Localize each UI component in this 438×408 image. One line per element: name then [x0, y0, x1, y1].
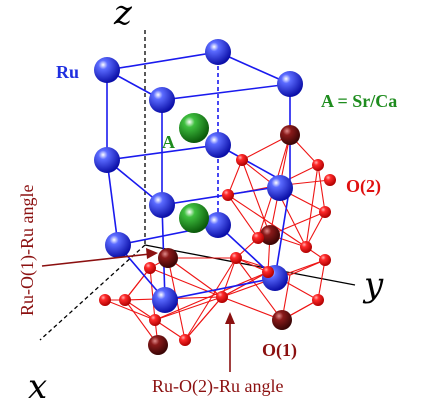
y-axis-label: y	[362, 265, 384, 305]
ru-atom	[105, 232, 131, 258]
ru-label: Ru	[56, 62, 79, 82]
oxygen-atom	[216, 291, 228, 303]
oxygen-atom	[222, 189, 234, 201]
axes	[39, 30, 356, 341]
angle-arrows	[41, 248, 235, 372]
o1-label: O(1)	[262, 340, 297, 361]
oxygen-atom	[319, 206, 331, 218]
oxygen-atom	[260, 225, 280, 245]
oxygen-atom	[148, 335, 168, 355]
oxygen-atom	[300, 241, 312, 253]
ru-atoms	[94, 39, 303, 313]
oxygen-atom	[312, 294, 324, 306]
oxygen-atom	[149, 314, 161, 326]
ru-atom	[149, 87, 175, 113]
oxygen-atom	[280, 125, 300, 145]
oxygen-atom	[144, 262, 156, 274]
ru-atom	[205, 39, 231, 65]
a-site-legend: A = Sr/Ca	[321, 91, 397, 111]
oxygen-atom	[99, 294, 111, 306]
ru-atom	[267, 175, 293, 201]
z-axis-label: z	[113, 0, 133, 33]
angle-o1-label: Ru-O(1)-Ru angle	[17, 185, 38, 316]
ru-atom	[152, 287, 178, 313]
o1-atoms	[148, 125, 300, 355]
y-axis-line	[144, 244, 356, 286]
oxygen-atom	[179, 334, 191, 346]
oxygen-atom	[262, 266, 274, 278]
o2-label: O(2)	[346, 176, 381, 197]
o2-atoms	[99, 154, 336, 346]
ru-atom	[94, 147, 120, 173]
angle-o1-arrow	[41, 253, 151, 267]
a-site-atom	[179, 113, 209, 143]
ru-atom	[277, 71, 303, 97]
x-axis-label: x	[28, 367, 47, 407]
oxygen-atom	[312, 159, 324, 171]
oxygen-atom	[319, 254, 331, 266]
oxygen-atom	[236, 154, 248, 166]
ru-atom	[149, 192, 175, 218]
oxygen-atom	[230, 252, 242, 264]
a-site-label: A	[162, 132, 175, 152]
ru-atom	[205, 212, 231, 238]
oxygen-atom	[252, 232, 264, 244]
angle-o1-arrowhead	[146, 248, 158, 259]
oxygen-atom	[119, 294, 131, 306]
a-site-atoms	[179, 113, 209, 233]
ru-atom	[205, 132, 231, 158]
x-axis-line	[39, 244, 146, 341]
a-site-atom	[179, 203, 209, 233]
ru-atom	[94, 57, 120, 83]
angle-o2-arrowhead	[225, 312, 235, 324]
oxygen-atom	[158, 248, 178, 268]
oxygen-atom	[272, 310, 292, 330]
angle-o2-label: Ru-O(2)-Ru angle	[152, 376, 283, 397]
oxygen-atom	[324, 174, 336, 186]
